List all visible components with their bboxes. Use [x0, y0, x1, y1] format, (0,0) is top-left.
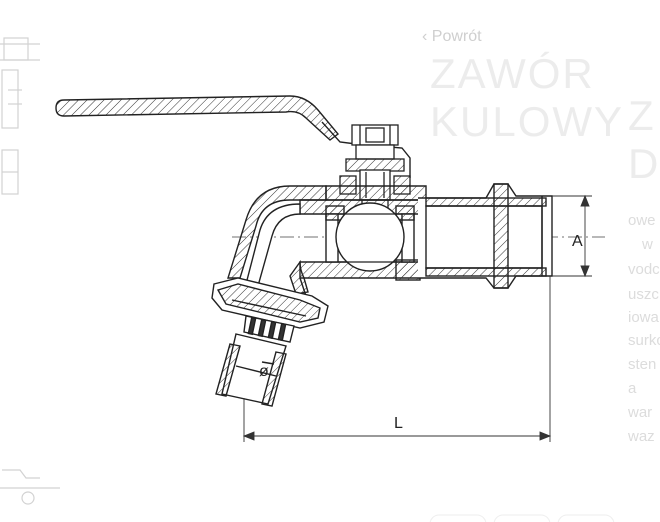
- thumbnail-sketch: [0, 37, 60, 505]
- page-subtitle: Z D: [628, 92, 659, 187]
- description-line: owe: [628, 212, 656, 229]
- description-line: war: [628, 404, 653, 421]
- description-line: surkc: [628, 332, 660, 349]
- page-title: ZAWÓR KULOWY: [430, 50, 625, 145]
- diameter-label: ø: [259, 363, 269, 380]
- ball: [335, 202, 405, 272]
- faded-buttons: [429, 514, 615, 522]
- description-line: w: [642, 236, 653, 253]
- dimension-l-label: L: [394, 415, 403, 432]
- threaded-connector: [418, 183, 553, 289]
- description-line: iowa: [628, 309, 659, 326]
- description-line: uszc: [628, 286, 659, 303]
- back-link[interactable]: ‹ Powrót: [422, 28, 482, 45]
- description-line: sten: [628, 356, 657, 373]
- description-line: waz: [628, 428, 655, 445]
- hose-connector: [215, 315, 295, 407]
- union-nut: [211, 277, 329, 329]
- dimension-a-label: A: [572, 233, 583, 250]
- description-line: vodc: [628, 261, 660, 278]
- dimension-lines: [242, 194, 592, 442]
- description-line: a: [628, 380, 637, 397]
